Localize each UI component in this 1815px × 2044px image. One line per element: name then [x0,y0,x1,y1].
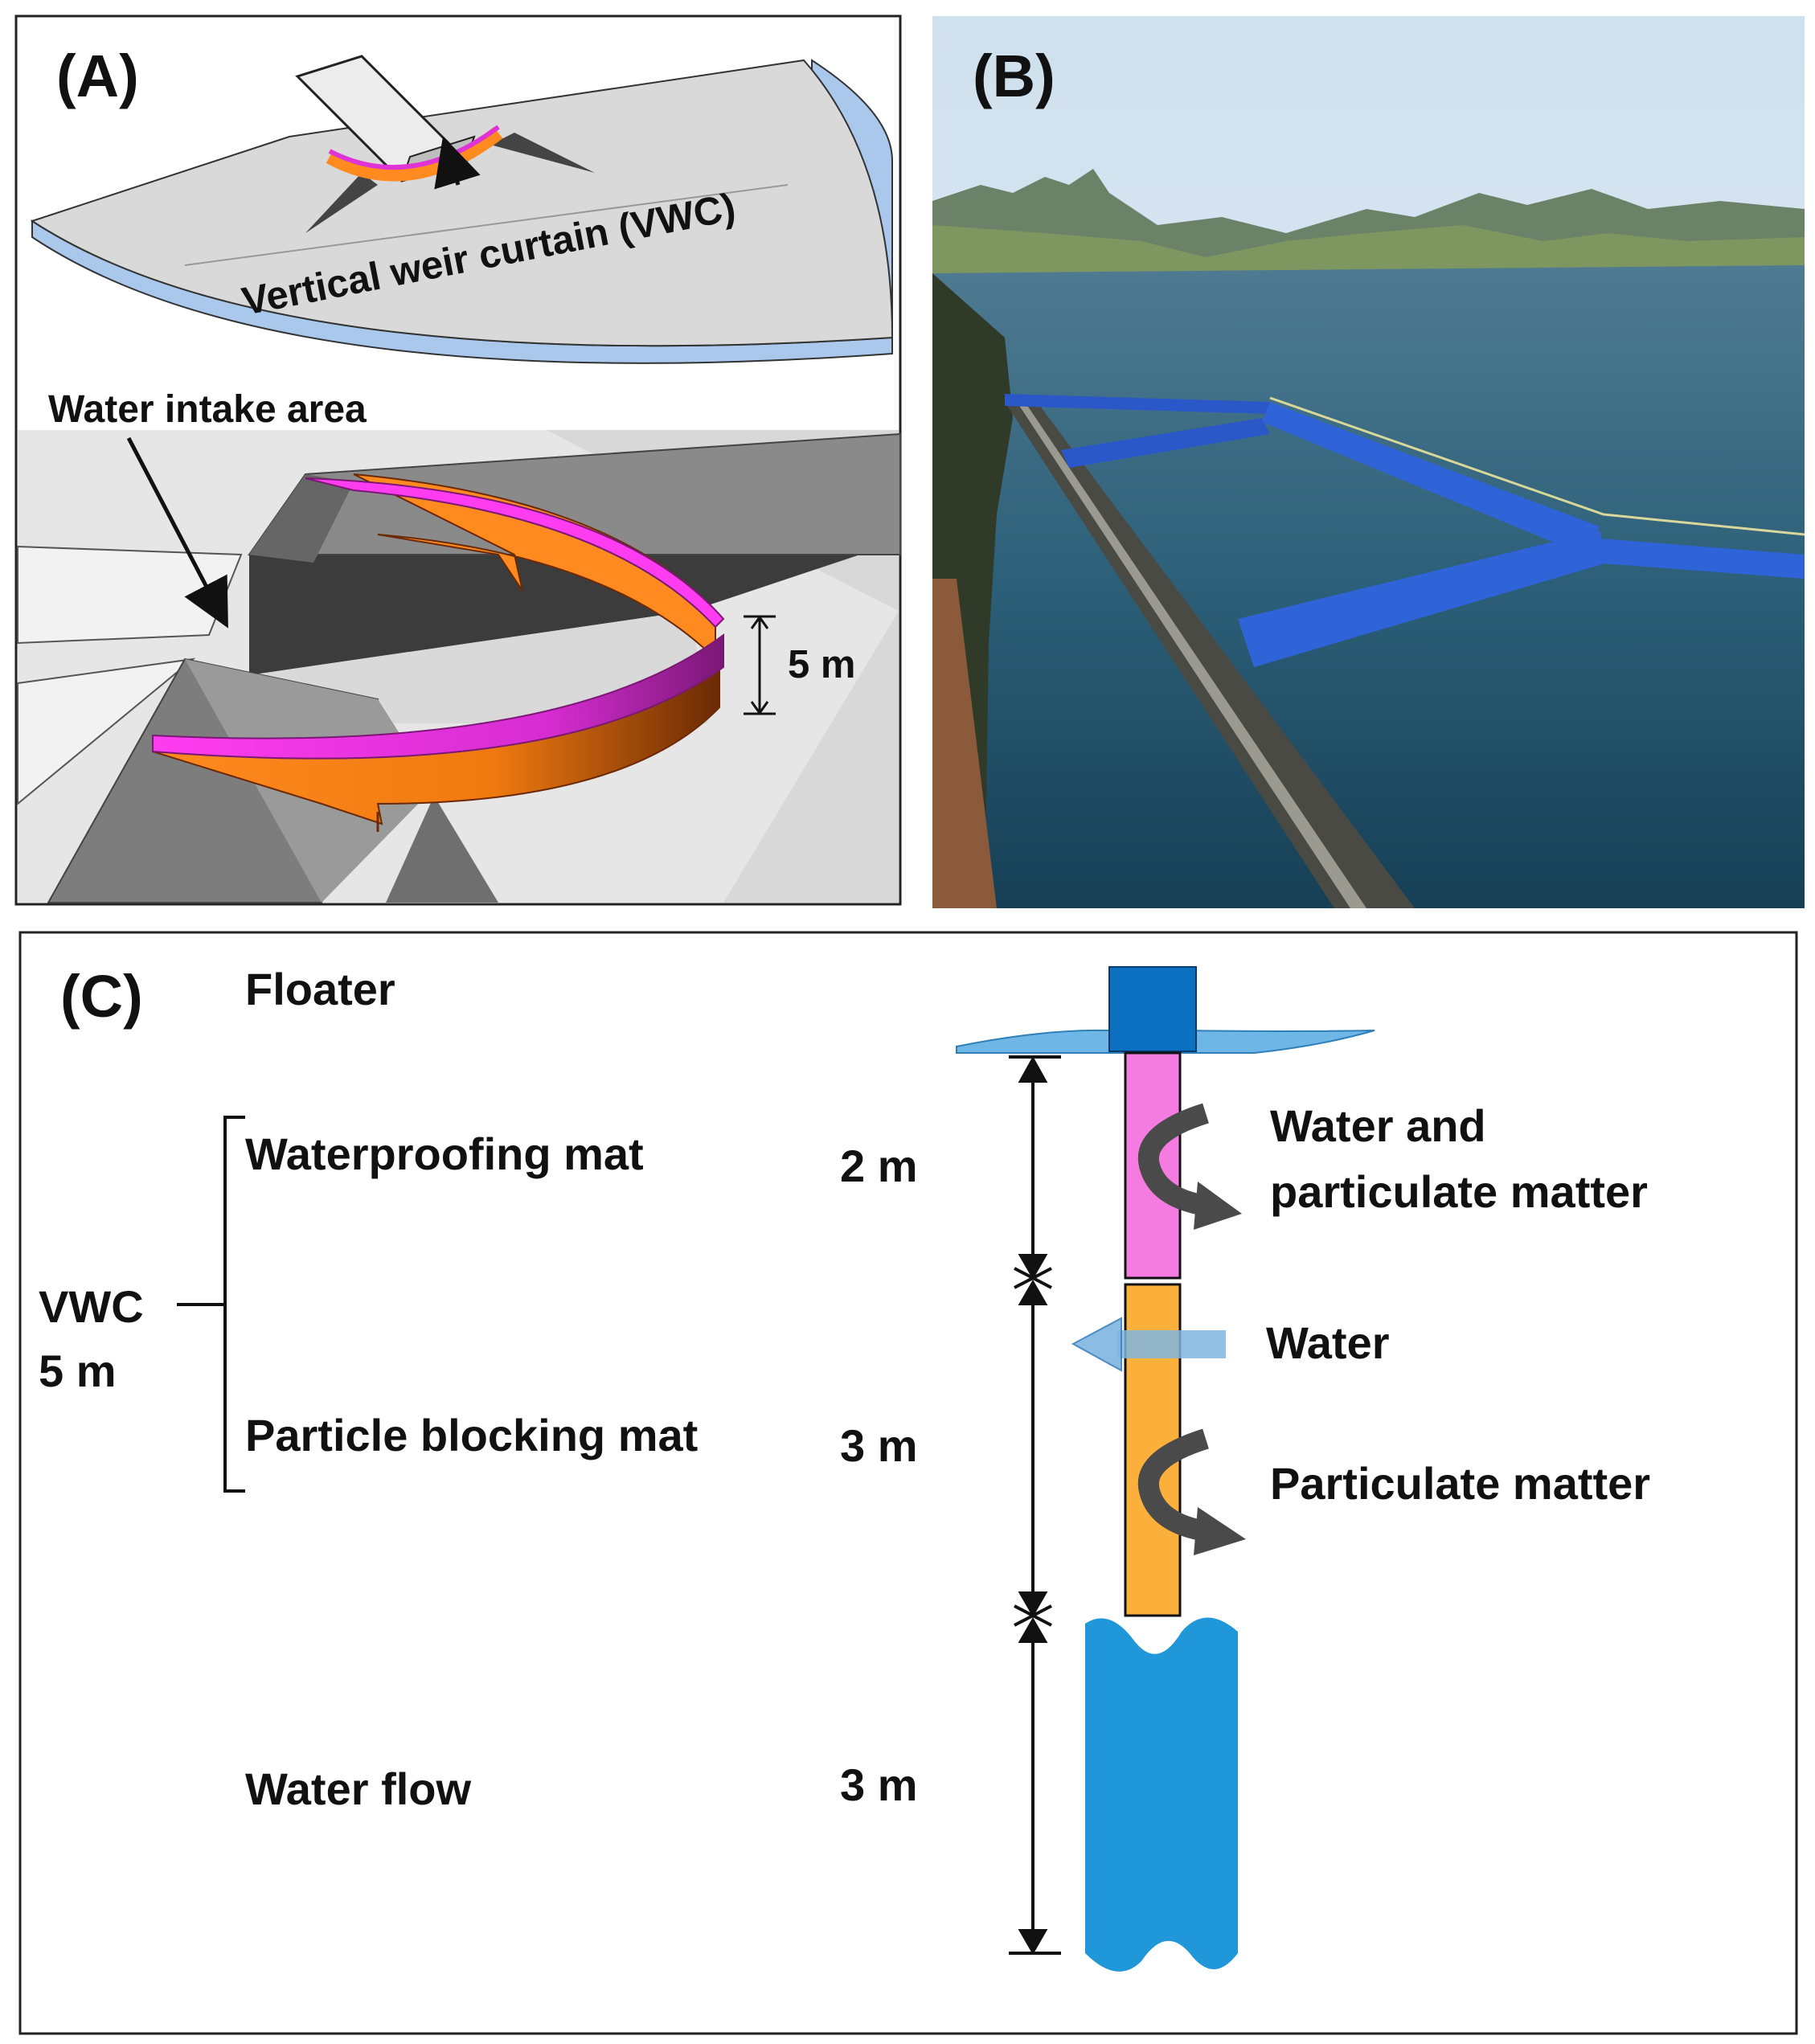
floater-block [1108,966,1197,1052]
waterproofing-mat-label: Waterproofing mat [245,1129,644,1179]
panel-a: Vertical weir curtain (VWC) [14,14,902,906]
photo-walkway-rail [1017,402,1366,908]
photo-hills-front [932,225,1805,277]
note-top-line1: Water and [1270,1100,1486,1151]
intake-closeup [17,430,901,903]
curved-arrow-top [1137,1103,1242,1230]
curved-arrow-bottom [1137,1428,1246,1555]
intake-label: Water intake area [48,388,367,431]
panel-c: (C) Floater Waterproofing mat Particle b… [18,931,1798,2035]
photo-float-5 [1592,539,1805,579]
reservoir-overview [30,55,894,364]
note-water: Water [1266,1317,1390,1368]
panel-c-tag: (C) [60,963,143,1030]
vwc-pointer-arrow [434,136,481,190]
photo-float-3 [1262,402,1600,555]
vwc-bracket [177,1116,245,1493]
panel-c-border [18,931,1798,2035]
intake-pointer-arrow [126,436,228,629]
panel-b: (B) [932,16,1805,908]
vwc-text-line2: 5 m [39,1346,117,1396]
photo-float-4 [1238,530,1608,667]
water-column [1085,1617,1238,1972]
vwc-text-line1: VWC [39,1281,144,1332]
note-particulate: Particulate matter [1270,1458,1650,1509]
floater-label: Floater [245,964,395,1014]
height-dimension [744,615,776,715]
panel-a-tag: (A) [56,43,139,109]
panel-b-tag: (B) [973,43,1055,109]
photo-boardwalk [932,579,997,908]
dim-label-bottom: 3 m [840,1759,918,1810]
water-flow-label: Water flow [245,1763,471,1814]
dimension-arrows [1009,1055,1061,1956]
photo-float-2 [1061,418,1270,468]
note-top-line2: particulate matter [1270,1166,1648,1217]
photo-lake [932,265,1805,908]
dim-label-top: 2 m [840,1141,918,1191]
dim-label-middle: 3 m [840,1420,918,1471]
water-arrow [1071,1317,1226,1372]
particle-blocking-mat-label: Particle blocking mat [245,1410,698,1460]
photo-railing [1269,396,1805,536]
height-label: 5 m [788,643,855,686]
photo-float-1 [1005,394,1270,414]
